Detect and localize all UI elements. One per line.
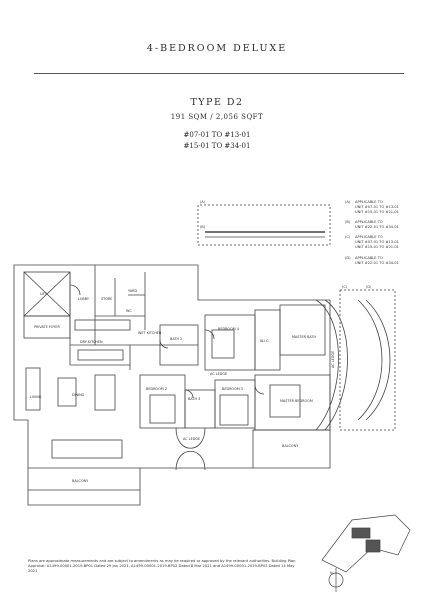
legend-text: UNIT #22-01 TO #34-01 (355, 261, 399, 265)
legend-text: APPLICABLE TO (355, 220, 383, 224)
master-bath-label: MASTER BATH (292, 335, 316, 339)
disclaimer: Plans are approximate measurements and a… (28, 559, 303, 574)
plan-walls (13, 204, 396, 506)
disclaimer-line: Approval: A1499-00001-2019-BP01 Dated 29… (28, 564, 295, 573)
legend-key: (A) (345, 200, 351, 204)
key-plan (321, 514, 411, 592)
plan-labels: LIFT PRIVATE FOYER LOBBY STORE YARD WC W… (30, 200, 372, 575)
bedroom2-label: BEDROOM 2 (146, 387, 167, 391)
store-label: STORE (101, 297, 112, 301)
dry-kitchen-label: DRY KITCHEN (80, 340, 103, 344)
legend-text: APPLICABLE TO (355, 256, 383, 260)
bath2-label: BATH 2 (170, 337, 182, 341)
legend-key: (C) (345, 235, 351, 239)
unit-area: 191 SQM / 2,056 SQFT (170, 113, 264, 121)
wic-label: W.I.C. (260, 339, 270, 343)
option-tag-c: (C) (342, 285, 348, 289)
legend-text: UNIT #15-01 TO #21-01 (355, 210, 399, 214)
legend-text: APPLICABLE TO (355, 235, 383, 239)
legend-text: APPLICABLE TO (355, 200, 383, 204)
option-tag-d: (D) (366, 285, 372, 289)
lobby-label: LOBBY (78, 297, 90, 301)
master-bedroom-label: MASTER BEDROOM (280, 399, 313, 403)
yard-label: YARD (128, 289, 137, 293)
disclaimer-line: Plans are approximate measurements and a… (28, 559, 296, 563)
option-tag-b: (B) (200, 225, 206, 229)
north-label: N (330, 571, 333, 575)
title-divider (34, 73, 404, 74)
ac-ledge-label: AC LEDGE (183, 437, 200, 441)
unit-type: TYPE D2 (190, 97, 244, 108)
page-title: 4-BEDROOM DELUXE (146, 43, 288, 54)
legend-text: UNIT #15-01 TO #21-01 (355, 245, 399, 249)
ac-ledge-label: AC LEDGE (210, 372, 227, 376)
legend-text: UNIT #07-01 TO #13-01 (355, 240, 399, 244)
legend-key: (B) (345, 220, 351, 224)
wc-label: WC (126, 309, 132, 313)
dining-label: DINING (72, 393, 85, 397)
option-tag-a: (A) (200, 200, 206, 204)
bath3-label: BATH 3 (188, 397, 200, 401)
unit-range-1: #07-01 TO #13-01 (183, 131, 251, 139)
bedroom4-label: BEDROOM 4 (218, 327, 239, 331)
legend-text: UNIT #07-01 TO #13-01 (355, 205, 399, 209)
unit-range-2: #15-01 TO #34-01 (183, 142, 251, 150)
balcony-label: BALCONY (72, 479, 89, 483)
legend-text: UNIT #22-01 TO #34-01 (355, 225, 399, 229)
ac-ledge-label: AC LEDGE (331, 351, 335, 368)
bedroom3-label: BEDROOM 3 (222, 387, 243, 391)
living-label: LIVING (30, 395, 42, 399)
lift-label: LIFT (40, 292, 48, 296)
legend-key: (D) (345, 256, 351, 260)
wet-kitchen-label: WET KITCHEN (138, 331, 162, 335)
private-foyer-label: PRIVATE FOYER (34, 325, 60, 329)
balcony-label: BALCONY (282, 444, 299, 448)
